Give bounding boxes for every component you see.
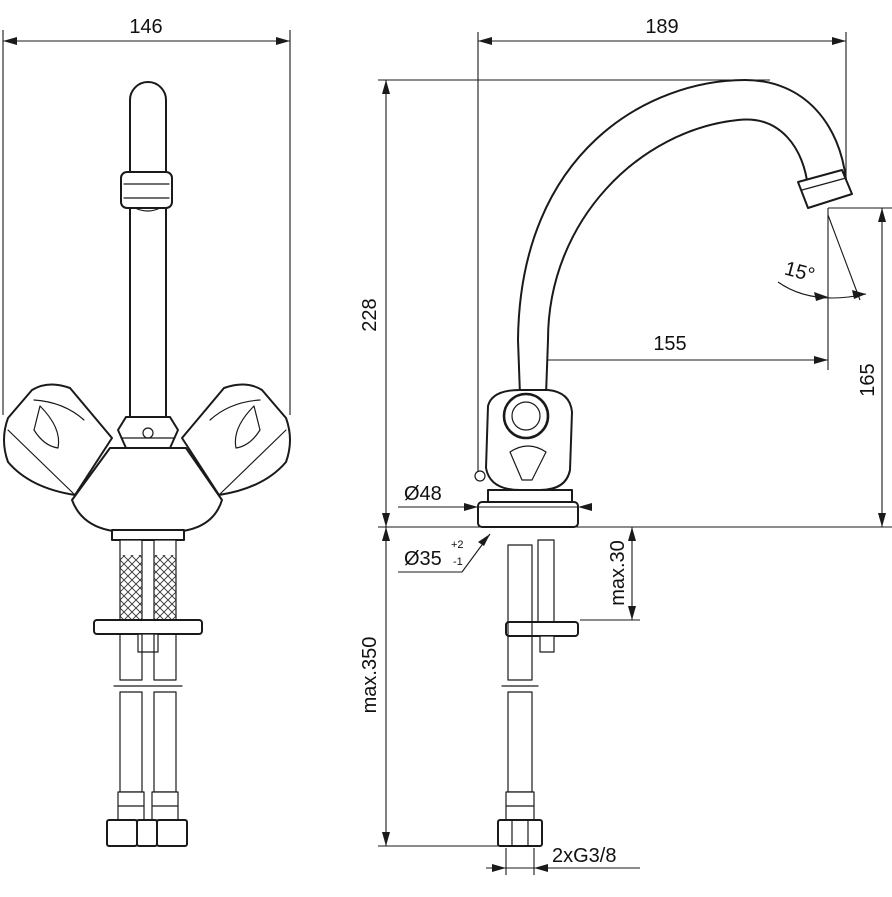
- side-hose: [497, 544, 543, 847]
- max-length-label: max.350: [359, 637, 381, 714]
- front-body: [71, 447, 223, 541]
- connections-label: 2xG3/8: [552, 845, 616, 867]
- base-diameter-label: Ø48: [404, 483, 442, 505]
- hole-diameter-label: Ø35: [404, 548, 442, 570]
- dim-side-width: 189: [478, 16, 846, 45]
- front-view: 146: [2, 16, 291, 847]
- side-view: 189 228 155 165 15°: [359, 16, 892, 875]
- dim-spout-height: 165: [857, 208, 886, 527]
- front-handle-left: [3, 383, 113, 496]
- dim-front-width: 146: [2, 16, 291, 415]
- front-width-label: 146: [129, 16, 162, 38]
- front-handle-right: [181, 383, 291, 496]
- spout-height-label: 165: [857, 363, 879, 396]
- side-fixing: max.30: [505, 526, 640, 653]
- dim-swivel-angle: 15°: [777, 214, 867, 301]
- front-fixing: [93, 539, 203, 653]
- front-spout: [120, 81, 173, 421]
- front-center-connector: [117, 416, 179, 449]
- dim-hole-diameter: Ø35 +2 -1: [398, 533, 491, 573]
- hole-tolerance-plus: +2: [451, 539, 464, 551]
- dim-base-diameter: Ø48: [398, 483, 592, 511]
- dim-max-hose-length: max.350: [359, 527, 500, 847]
- hole-tolerance-minus: -1: [453, 556, 463, 568]
- dim-spout-reach: 155: [522, 333, 828, 364]
- total-height-label: 228: [359, 298, 381, 331]
- side-width-label: 189: [645, 16, 678, 38]
- dim-total-height: 228: [359, 80, 390, 527]
- swivel-angle-label: 15°: [782, 258, 817, 287]
- max-thickness-label: max.30: [607, 540, 629, 606]
- spout-reach-label: 155: [653, 333, 686, 355]
- side-spout: [517, 79, 853, 396]
- front-hoses-lower: [106, 691, 188, 847]
- side-body: [474, 389, 579, 528]
- front-hoses-upper: [113, 633, 183, 687]
- dim-connections: 2xG3/8: [486, 845, 640, 875]
